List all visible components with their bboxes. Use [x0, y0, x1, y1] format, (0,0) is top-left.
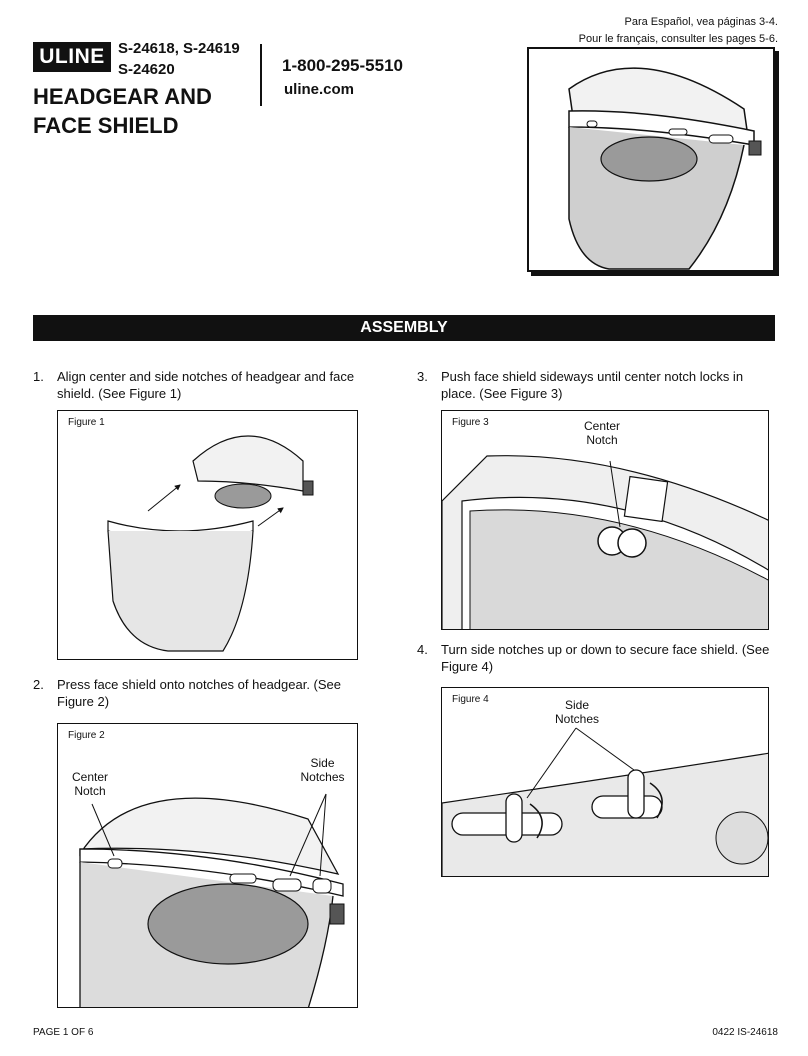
figure-3: Figure 3 Center Notch [441, 410, 769, 630]
section-title: ASSEMBLY [360, 319, 448, 336]
step-4: 4. Turn side notches up or down to secur… [417, 641, 777, 675]
step-text: Align center and side notches of headgea… [57, 369, 355, 401]
callout-line-2: Notches [300, 770, 345, 784]
header-divider [260, 44, 262, 106]
document-code: 0422 IS-24618 [712, 1027, 778, 1038]
language-notes: Para Español, vea páginas 3-4. Pour le f… [579, 14, 778, 48]
step-number: 1. [33, 369, 44, 384]
callout-line-2: Notch [74, 784, 106, 798]
title-line-1: HEADGEAR AND [33, 84, 212, 109]
step-text: Push face shield sideways until center n… [441, 369, 744, 401]
uline-logo: ULINE [33, 42, 111, 72]
press-illustration [79, 793, 345, 1007]
callout-line-2: Notch [586, 433, 618, 447]
logo-text: ULINE [39, 45, 105, 68]
section-banner: ASSEMBLY [33, 315, 775, 341]
figure-label: Figure 1 [68, 417, 105, 428]
callout-line-1: Center [583, 419, 621, 433]
french-note: Pour le français, consulter les pages 5-… [578, 33, 778, 45]
center-notch-callout: Center Notch [562, 419, 642, 447]
page-number: PAGE 1 OF 6 [33, 1027, 94, 1038]
website: uline.com [284, 81, 355, 98]
step-1: 1. Align center and side notches of head… [33, 368, 363, 402]
step-text: Press face shield onto notches of headge… [57, 677, 342, 709]
center-notch-illustration [442, 455, 768, 629]
side-notches-callout: Side Notches [542, 698, 612, 726]
callout-line-2: Notches [554, 712, 600, 726]
side-notches-callout: Side Notches [290, 756, 355, 784]
alignment-illustration [107, 435, 314, 652]
callout-line-1: Center [71, 770, 109, 784]
figure-1: Figure 1 [57, 410, 358, 660]
figure-label: Figure 4 [452, 694, 489, 705]
step-number: 4. [417, 642, 428, 657]
document-title: HEADGEAR AND FACE SHIELD [33, 82, 212, 140]
models-line-1: S-24618, S-24619 [118, 40, 240, 57]
step-2: 2. Press face shield onto notches of hea… [33, 676, 363, 710]
spanish-note: Para Español, vea páginas 3-4. [624, 16, 779, 28]
side-notches-illustration [442, 727, 768, 876]
figure-label: Figure 2 [68, 730, 105, 741]
models-line-2: S-24620 [118, 61, 175, 78]
step-3: 3. Push face shield sideways until cente… [417, 368, 777, 402]
figure-2: Figure 2 Center Notch Side Notches [57, 723, 358, 1008]
step-text: Turn side notches up or down to secure f… [441, 642, 770, 674]
figure-label: Figure 3 [452, 417, 489, 428]
phone-number: 1-800-295-5510 [282, 56, 403, 75]
title-line-2: FACE SHIELD [33, 113, 179, 138]
product-image [527, 47, 775, 272]
callout-line-1: Side [564, 698, 590, 712]
figure-4: Figure 4 Side Notches [441, 687, 769, 877]
center-notch-callout: Center Notch [60, 770, 120, 798]
step-number: 3. [417, 369, 428, 384]
model-numbers: S-24618, S-24619 S-24620 [118, 38, 240, 80]
callout-line-1: Side [310, 756, 335, 770]
face-shield-illustration [568, 67, 762, 270]
step-number: 2. [33, 677, 44, 692]
